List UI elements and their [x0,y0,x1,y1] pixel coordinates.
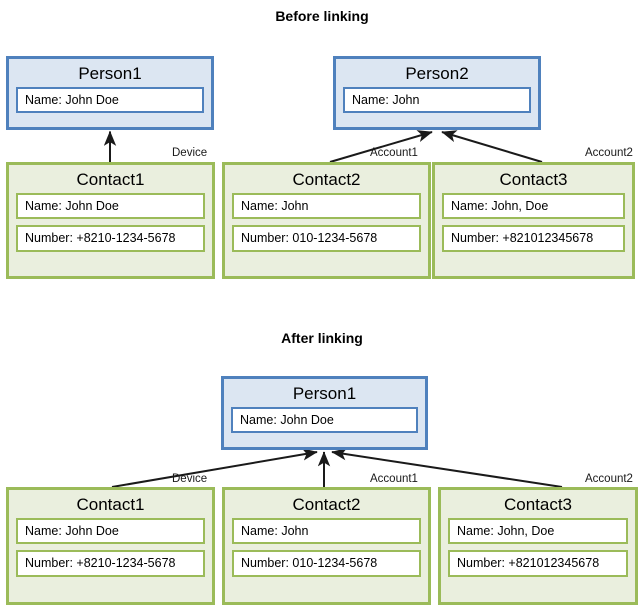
field-value: John Doe [65,93,119,107]
edge-label-account2-after: Account2 [585,473,633,485]
field-label: Name: [25,93,62,107]
field-value: +821012345678 [502,231,594,246]
field-label: Name: [241,524,278,538]
entity-box-contact1-before[interactable]: Contact1 Name: John Doe Number: +8210-12… [6,162,215,279]
entity-title: Person1 [292,384,357,403]
field-name: Name: John [232,518,421,545]
edge-device-after [111,448,318,488]
entity-box-contact1-after[interactable]: Contact1 Name: John Doe Number: +8210-12… [6,487,215,605]
field-label: Name: [457,524,494,538]
edge-account2-before [441,130,543,163]
field-value: +8210-1234-5678 [76,556,176,571]
field-value: John, Doe [491,199,549,213]
entity-box-person1-before[interactable]: Person1 Name: John Doe [6,56,214,130]
field-name: Name: John, Doe [442,193,625,220]
edge-account2-after [331,448,563,488]
edge-label-account2-before: Account2 [585,147,633,159]
field-name: Name: John, Doe [448,518,628,545]
field-label: Name: [25,199,62,213]
field-name: Name: John Doe [231,407,418,434]
edge-label-account1-after: Account1 [370,473,418,485]
entity-title: Contact1 [76,495,145,514]
entity-box-contact2-before[interactable]: Contact2 Name: John Number: 010-1234-567… [222,162,431,279]
field-label: Number: [451,231,499,246]
field-number: Number: +821012345678 [442,225,625,252]
field-value: John [281,524,309,538]
entity-title: Contact2 [292,495,361,514]
field-name: Name: John Doe [16,87,204,114]
entity-box-person2-before[interactable]: Person2 Name: John [333,56,541,130]
field-number: Number: +821012345678 [448,550,628,577]
field-number: Number: 010-1234-5678 [232,225,421,252]
entity-box-person1-after[interactable]: Person1 Name: John Doe [221,376,428,450]
field-number: Number: 010-1234-5678 [232,550,421,577]
field-label: Number: [241,556,289,571]
field-label: Number: [25,556,73,571]
field-label: Number: [25,231,73,246]
field-value: John Doe [65,524,119,538]
field-name: Name: John Doe [16,518,205,545]
entity-title: Contact3 [499,170,568,189]
entity-title: Contact1 [76,170,145,189]
field-name: Name: John [232,193,421,220]
field-value: John [392,93,420,107]
field-label: Name: [240,413,277,427]
entity-title: Person2 [405,64,469,83]
field-number: Number: +8210-1234-5678 [16,550,205,577]
field-number: Number: +8210-1234-5678 [16,225,205,252]
field-label: Name: [451,199,488,213]
field-value: John Doe [65,199,119,213]
edge-label-device-after: Device [172,473,208,485]
entity-box-contact3-before[interactable]: Contact3 Name: John, Doe Number: +821012… [432,162,635,279]
field-name: Name: John [343,87,531,114]
field-name: Name: John Doe [16,193,205,220]
entity-title: Person1 [78,64,142,83]
field-label: Name: [241,199,278,213]
section-title-after-linking: After linking [281,330,363,346]
entity-box-contact2-after[interactable]: Contact2 Name: John Number: 010-1234-567… [222,487,431,605]
field-label: Number: [457,556,505,571]
entity-title: Contact2 [292,170,361,189]
field-label: Name: [25,524,62,538]
field-value: 010-1234-5678 [292,231,378,246]
field-value: +821012345678 [508,556,600,571]
entity-box-contact3-after[interactable]: Contact3 Name: John, Doe Number: +821012… [438,487,638,605]
edge-label-device-before: Device [172,147,208,159]
field-value: John [281,199,309,213]
section-title-before-linking: Before linking [275,8,369,24]
field-value: John, Doe [497,524,555,538]
field-label: Number: [241,231,289,246]
field-value: 010-1234-5678 [292,556,378,571]
entity-title: Contact3 [503,495,573,514]
field-value: +8210-1234-5678 [76,231,176,246]
edge-label-account1-before: Account1 [370,147,418,159]
field-label: Name: [352,93,389,107]
field-value: John Doe [280,413,334,427]
